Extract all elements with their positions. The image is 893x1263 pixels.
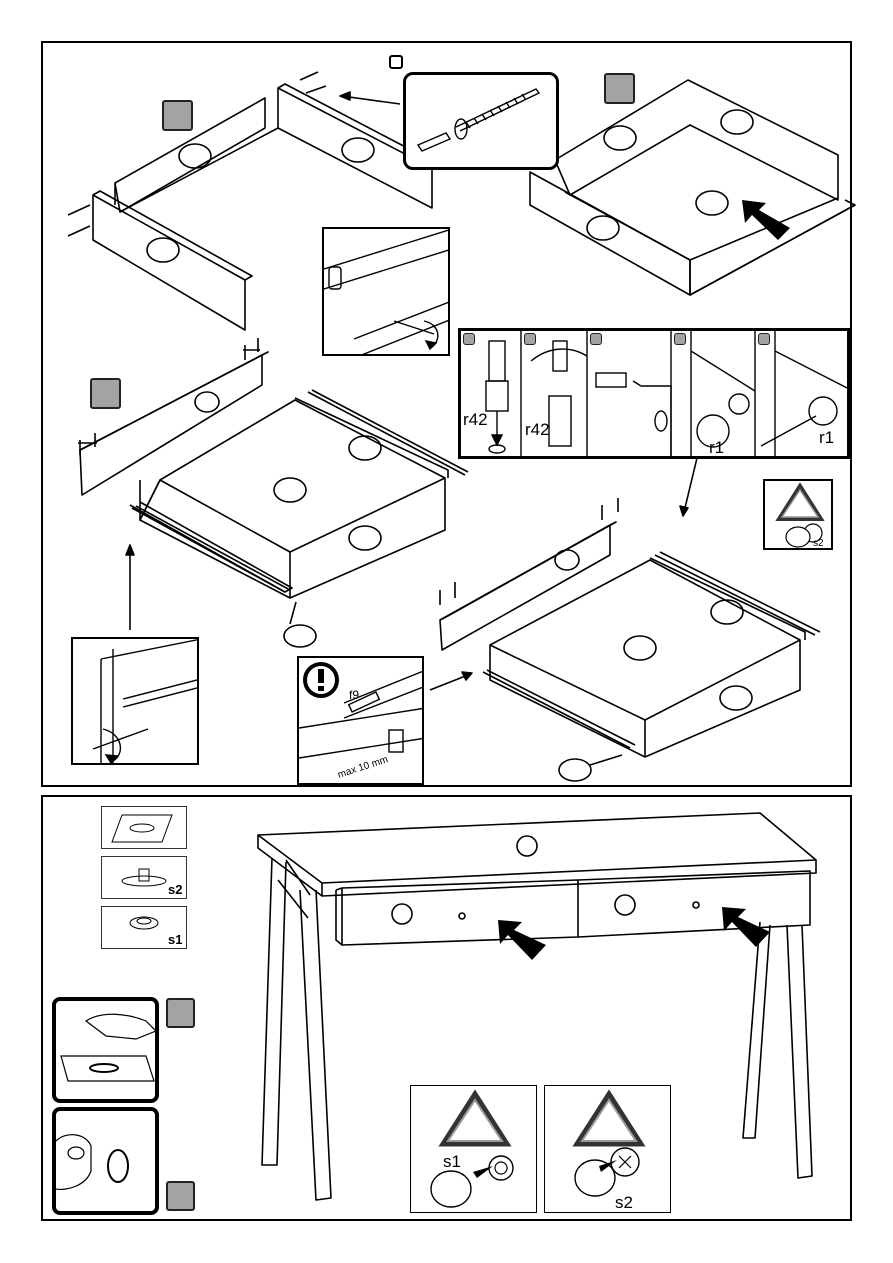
cap-s2-caution-box: s2	[544, 1085, 671, 1213]
cap-label-s1: s1	[443, 1153, 461, 1170]
warning-triangle-icon	[545, 1086, 671, 1213]
cap-label-s2: s2	[615, 1194, 633, 1211]
warning-triangle-icon	[411, 1086, 537, 1213]
cap-s1-caution-box: s1	[410, 1085, 537, 1213]
